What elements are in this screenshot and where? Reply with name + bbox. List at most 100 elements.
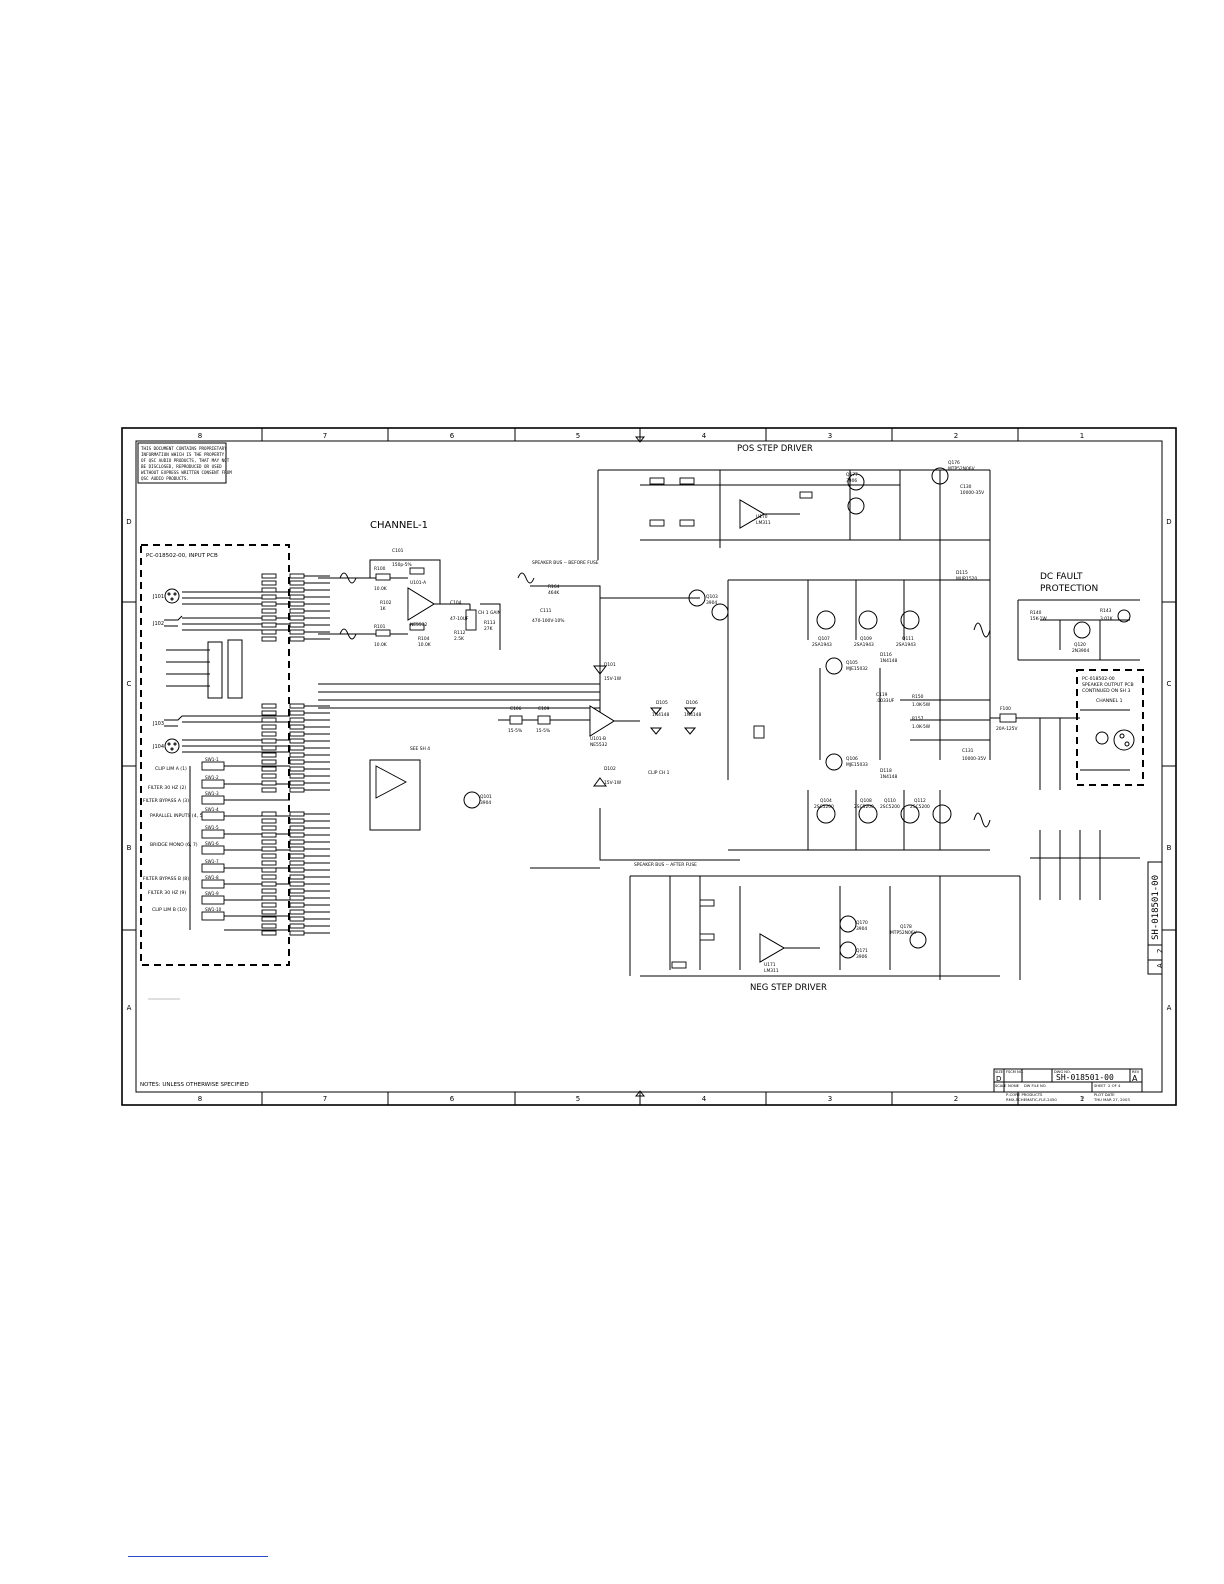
header-pin [289, 703, 305, 709]
header-pin [261, 881, 277, 887]
tb-company: P-CORE PRODUCTS [1006, 1092, 1043, 1097]
header-pin [261, 724, 277, 730]
col-marker: 1 [1080, 1095, 1084, 1103]
ref: Q120 [1074, 642, 1086, 648]
header-pin [261, 853, 277, 859]
val: 150p-5% [392, 562, 412, 568]
row-marker: D [1166, 518, 1171, 526]
val: 1N4148 [880, 774, 897, 780]
speaker-output-pcb: PC-018502-00 SPEAKER OUTPUT PCB CONTINUE… [990, 669, 1144, 790]
val: 10.0K [374, 586, 387, 592]
val: 15-5% [536, 728, 550, 734]
val: 10.0K [418, 642, 431, 648]
ref: Q112 [914, 798, 926, 804]
header-pin [261, 811, 277, 817]
val: 470-100V-10% [532, 618, 564, 624]
tb-filename: RMX-SCHEMATIC-FLE-2450 [1006, 1097, 1057, 1102]
ref: R102 [380, 600, 392, 606]
tb-scale: NONE [1008, 1083, 1020, 1088]
val: 20A-125V [996, 726, 1017, 732]
ref: Q108 [860, 798, 872, 804]
val: LM311 [756, 520, 771, 526]
header-pin [289, 608, 305, 614]
header-pin [289, 867, 305, 873]
col-marker: 6 [450, 432, 455, 440]
header-pin [261, 629, 277, 635]
header-pin [289, 930, 305, 936]
header-pin [261, 874, 277, 880]
header-pin [289, 811, 305, 817]
speaker-pcb-label: CHANNEL 1 [1096, 698, 1123, 704]
header-pin [261, 731, 277, 737]
switch-ref: SW1-3 [205, 791, 219, 796]
ref: R164 [548, 584, 560, 590]
input-pcb-block: PC-018502-00, INPUT PCB J101 J102 J103 J… [140, 544, 290, 966]
dip-label: BRIDGE MONO (6, 7) [150, 842, 198, 848]
header-pin [289, 710, 305, 716]
input-pcb-label: PC-018502-00, INPUT PCB [146, 553, 218, 559]
ref: C109 [538, 706, 550, 712]
tb-size: D [996, 1075, 1001, 1083]
val: LM311 [764, 968, 779, 974]
phone-jack-j103: J103 [152, 715, 183, 727]
val: 27K [484, 626, 493, 632]
header-connectors [261, 573, 330, 936]
ref: U101-B [590, 736, 606, 742]
col-marker: 8 [198, 1095, 202, 1103]
header-pin [261, 780, 277, 786]
output-stage: Q107 2SA1943 Q109 2SA1943 Q111 2SA1943 Q… [727, 570, 990, 851]
channel-title: CHANNEL-1 [370, 520, 428, 531]
header-pin [261, 738, 277, 744]
val: MTP52N06V [890, 930, 917, 936]
header-pin [289, 846, 305, 852]
connector-label: J102 [152, 621, 164, 627]
col-marker: 7 [323, 1095, 327, 1103]
notice-line: THIS DOCUMENT CONTAINS PROPRIETARY [141, 446, 227, 451]
col-marker: 3 [828, 1095, 832, 1103]
column-markers-top: 8 7 6 5 4 3 2 1 [198, 432, 1084, 440]
ref: Q101 [480, 794, 492, 800]
header-pin [261, 587, 277, 593]
dip-label: FILTER BYPASS B (8) [143, 876, 189, 882]
ref: Q103 [706, 594, 718, 600]
vertical-sheet: 2 [1156, 949, 1164, 953]
val: 10000-35V [960, 490, 984, 496]
col-marker: 5 [576, 1095, 580, 1103]
ref: U170 [756, 514, 768, 520]
val: 3904 [706, 600, 717, 606]
header-pin [289, 902, 305, 908]
header-pin [261, 916, 277, 922]
header-pin [261, 573, 277, 579]
val: MJE15032 [846, 666, 868, 672]
ref: C130 [960, 484, 972, 490]
header-pin [261, 832, 277, 838]
header-pin [289, 615, 305, 621]
ref: Q105 [846, 660, 858, 666]
dip-switch-labels: CLIP LIM A (1) FILTER 30 HZ (2) FILTER B… [143, 766, 204, 913]
connector-label: J104 [152, 744, 164, 750]
header-pin [289, 825, 305, 831]
switch-ref: SW1-1 [205, 757, 219, 762]
speaker-net: SPEAKER BUS -- AFTER FUSE [634, 862, 697, 868]
ref: R101 [374, 624, 386, 630]
dip-switch-array: SW1-1 SW1-2 SW1-3 SW1-4 SW1-5 SW1-6 SW1-… [189, 757, 290, 931]
row-marker: C [127, 680, 132, 688]
header-pin [261, 745, 277, 751]
header-pin [261, 608, 277, 614]
header-pin [289, 717, 305, 723]
header-pin [261, 580, 277, 586]
header-pin [289, 622, 305, 628]
header-pin [289, 580, 305, 586]
col-marker: 4 [702, 1095, 707, 1103]
row-marker: A [1167, 1004, 1172, 1012]
header-pin [261, 787, 277, 793]
tb-label: SIZE [995, 1070, 1004, 1074]
ref: Q107 [818, 636, 830, 642]
header-pin [289, 594, 305, 600]
dc-fault-protection: R140 15K-1W Q120 2N3904 R143 3.01K [1017, 599, 1140, 661]
ref: R140 [1030, 610, 1042, 616]
col-marker: 6 [450, 1095, 455, 1103]
val: 3906 [856, 954, 867, 960]
val: 3.01K [1100, 616, 1113, 622]
